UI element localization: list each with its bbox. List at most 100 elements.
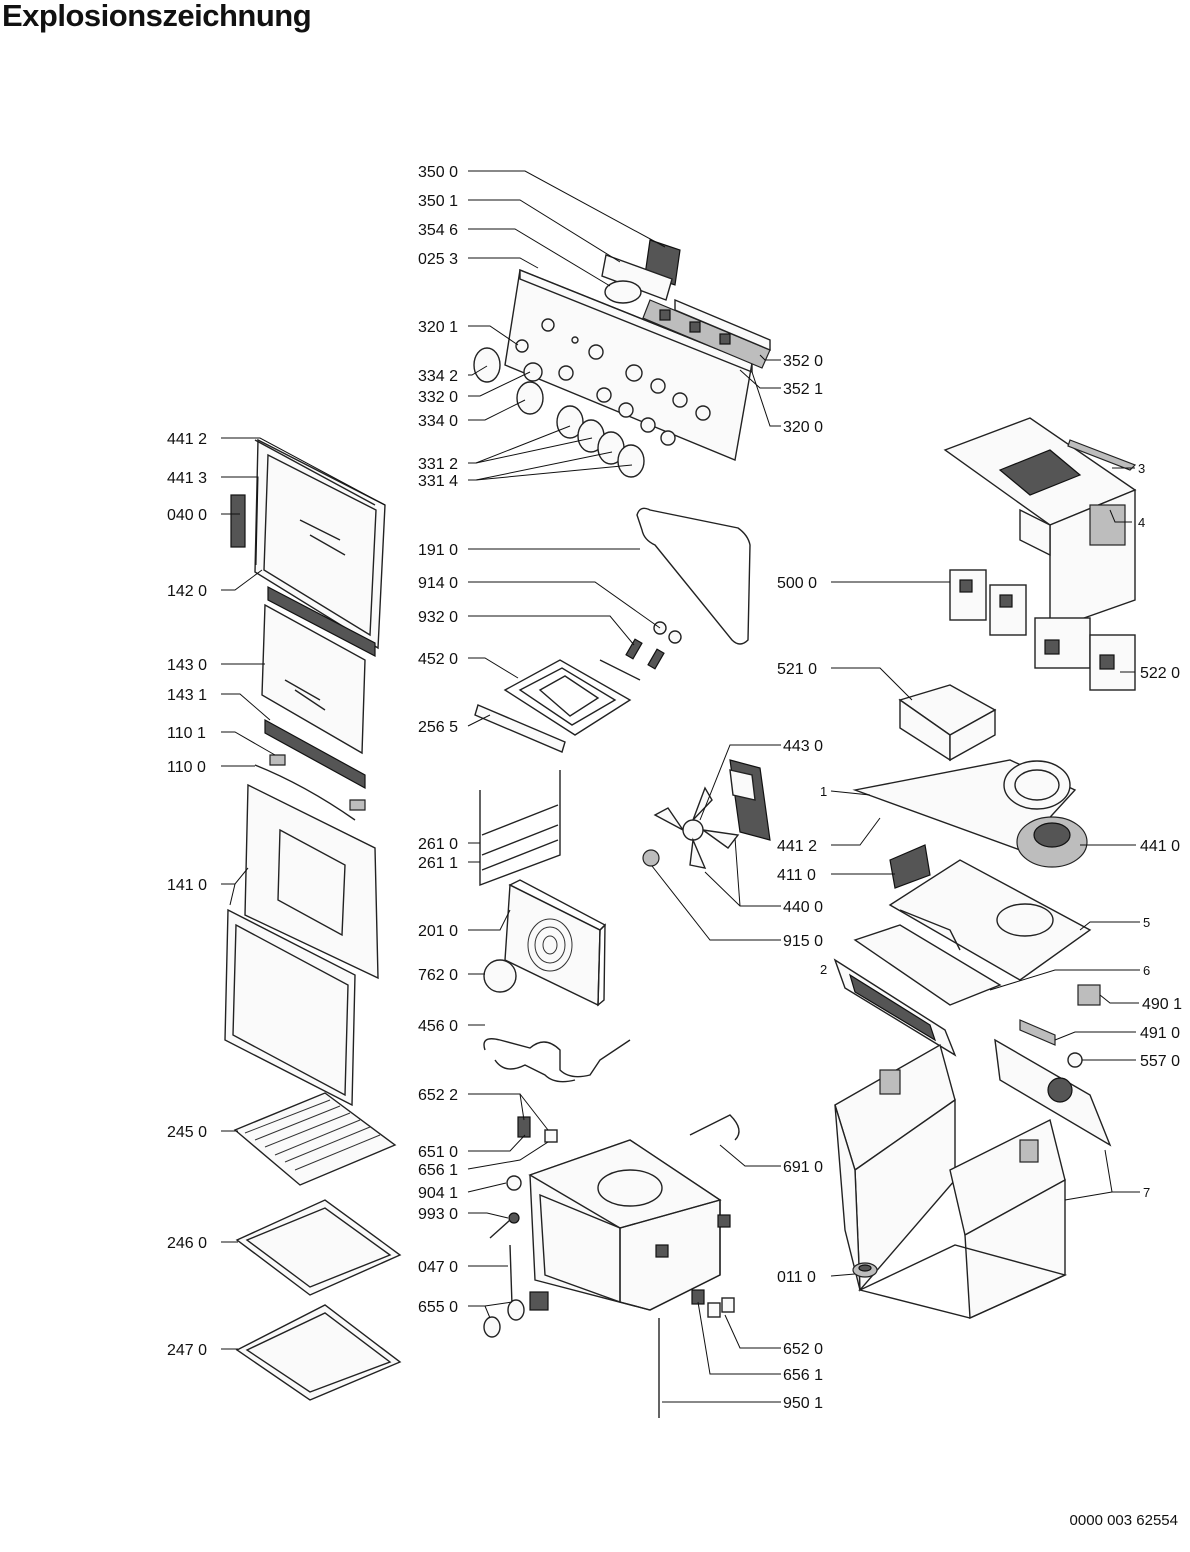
label-1910: 191 0 [418, 542, 458, 559]
label-6910: 691 0 [783, 1159, 823, 1176]
label-3546: 354 6 [418, 222, 458, 239]
label-2470: 247 0 [167, 1342, 207, 1359]
leader-lines [221, 170, 1140, 1403]
label-5000: 500 0 [777, 575, 817, 592]
oven-cavity [528, 1139, 731, 1311]
label-6550: 655 0 [418, 1299, 458, 1316]
outer-housing [834, 1043, 1068, 1320]
label-2450: 245 0 [167, 1124, 207, 1141]
label-4410: 441 0 [1140, 838, 1180, 855]
label-3501: 350 1 [418, 193, 458, 210]
document-number: 0000 003 62554 [1069, 1512, 1178, 1529]
label-3314: 331 4 [418, 473, 458, 490]
label-9140: 914 0 [418, 575, 458, 592]
label-6522: 652 2 [418, 1087, 458, 1104]
label-2460: 246 0 [167, 1235, 207, 1252]
page-title: Explosionszeichnung [2, 0, 312, 33]
label-9320: 932 0 [418, 609, 458, 626]
rear-fan-cover [483, 879, 607, 1007]
label-3: 3 [1138, 461, 1145, 476]
label-4910: 491 0 [1140, 1025, 1180, 1042]
label-7: 7 [1143, 1185, 1150, 1200]
label-3500: 350 0 [418, 164, 458, 181]
label-2: 2 [820, 962, 827, 977]
label-4110: 411 0 [777, 867, 816, 884]
label-6520: 652 0 [783, 1341, 823, 1358]
label-9930: 993 0 [418, 1206, 458, 1223]
terminals [691, 1289, 735, 1318]
label-3342: 334 2 [418, 368, 458, 385]
label-0253: 025 3 [418, 251, 458, 268]
label-3200: 320 0 [783, 419, 823, 436]
label-1101: 110 1 [167, 725, 206, 742]
label-9041: 904 1 [418, 1185, 458, 1202]
relay-block-500 [949, 569, 1027, 636]
label-1420: 142 0 [167, 583, 207, 600]
label-4400: 440 0 [783, 899, 823, 916]
label-6561-left: 656 1 [418, 1162, 458, 1179]
label-3520: 352 0 [783, 353, 823, 370]
fan-blade [642, 786, 740, 869]
fan-bracket-411 [889, 844, 931, 889]
display-module [601, 239, 681, 304]
label-3201: 320 1 [418, 319, 458, 336]
inner-glass [261, 603, 366, 755]
label-3521: 352 1 [783, 381, 823, 398]
adjustable-foot [852, 1262, 878, 1278]
relay-block-522 [1034, 617, 1136, 691]
baking-tray [235, 1199, 402, 1296]
label-2010: 201 0 [418, 923, 458, 940]
meat-probe [689, 1114, 740, 1141]
part-labels: 350 0 350 1 354 6 025 3 320 1 334 2 332 … [167, 164, 1182, 1412]
label-4520: 452 0 [418, 651, 458, 668]
label-0400: 040 0 [167, 507, 207, 524]
door-trim-strip [267, 586, 376, 657]
label-4412-left: 441 2 [167, 431, 207, 448]
front-bar-2 [833, 924, 1002, 1057]
label-3340: 334 0 [418, 413, 458, 430]
label-2565: 256 5 [418, 719, 458, 736]
label-2611: 261 1 [418, 855, 458, 872]
lamp-holder [483, 1291, 549, 1338]
cooling-fan [1016, 816, 1088, 868]
label-2610: 261 0 [418, 836, 458, 853]
top-plate [852, 759, 1077, 851]
label-1100: 110 0 [167, 759, 206, 776]
door-handle [254, 754, 366, 821]
wire-rack [233, 1092, 397, 1186]
label-5: 5 [1143, 915, 1150, 930]
label-1431: 143 1 [167, 687, 207, 704]
outer-glass [224, 783, 379, 1107]
label-0110: 011 0 [777, 1269, 816, 1286]
shelf-runners [479, 770, 561, 887]
label-3312: 331 2 [418, 456, 458, 473]
back-electronics-panel [994, 984, 1112, 1147]
label-5210: 521 0 [777, 661, 817, 678]
label-4413: 441 3 [167, 470, 207, 487]
label-4412-right: 441 2 [777, 838, 817, 855]
label-7620: 762 0 [418, 967, 458, 984]
label-1: 1 [820, 784, 827, 799]
bolts [625, 638, 665, 670]
label-1410: 141 0 [167, 877, 207, 894]
label-4430: 443 0 [783, 738, 823, 755]
door-frame [254, 438, 386, 650]
insulation-plate-5 [888, 859, 1092, 981]
label-0470: 047 0 [418, 1259, 458, 1276]
label-3320: 332 0 [418, 389, 458, 406]
roasting-pan [235, 1304, 402, 1401]
label-5220: 522 0 [1140, 665, 1180, 682]
label-4560: 456 0 [418, 1018, 458, 1035]
label-4901: 490 1 [1142, 996, 1182, 1013]
door-hinge [230, 494, 246, 548]
label-6: 6 [1143, 963, 1150, 978]
label-1430: 143 0 [167, 657, 207, 674]
label-9501: 950 1 [783, 1395, 823, 1412]
control-knobs [473, 339, 676, 478]
top-heating-element [474, 659, 641, 753]
label-5570: 557 0 [1140, 1053, 1180, 1070]
label-4: 4 [1138, 515, 1145, 530]
electronics-board [642, 298, 771, 369]
label-9150: 915 0 [783, 933, 823, 950]
